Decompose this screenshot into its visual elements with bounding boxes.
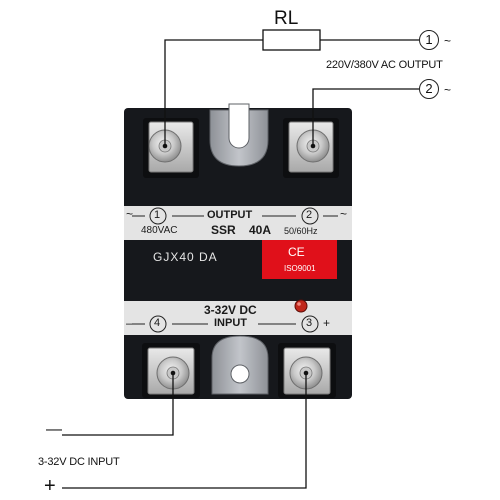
- output-terminal-2-ac-symbol: ~: [444, 83, 452, 97]
- screw-terminal-icon: [283, 118, 339, 178]
- panel-voltage-ac: 480VAC: [141, 225, 178, 236]
- input-minus-sign: —: [46, 421, 62, 438]
- panel-in-right-number: 3: [306, 317, 313, 329]
- panel-iso: ISO9001: [284, 264, 316, 273]
- panel-out-left-ac-symbol: ~: [126, 207, 134, 221]
- panel-current-rating: 40A: [249, 223, 272, 237]
- led-indicator-icon: [294, 299, 308, 313]
- resistor-icon: [262, 29, 321, 51]
- screw-terminal-icon: [143, 118, 199, 178]
- panel-in-left-minus: –: [126, 316, 133, 330]
- panel-model-code: GJX40 DA: [153, 250, 218, 264]
- output-terminal-1-ac-symbol: ~: [444, 34, 452, 48]
- output-terminal-2: 2: [419, 79, 439, 99]
- panel-frequency: 50/60Hz: [284, 226, 318, 236]
- panel-model-ssr: SSR: [211, 223, 236, 237]
- panel-input-voltage: 3-32V DC: [204, 303, 257, 317]
- screw-terminal-icon: [278, 343, 336, 398]
- panel-in-left-number: 4: [154, 317, 161, 329]
- mounting-tab-top-overlay: [209, 103, 269, 167]
- output-terminal-1: 1: [419, 30, 439, 50]
- panel-ce-mark: CE: [288, 245, 305, 259]
- panel-input-header: INPUT: [214, 317, 247, 329]
- input-panel: [124, 301, 352, 335]
- panel-out-right-ac-symbol: ~: [340, 207, 348, 221]
- mounting-tab-bottom-overlay: [211, 335, 269, 395]
- panel-in-right-plus: +: [323, 316, 331, 330]
- dc-input-caption: 3-32V DC INPUT: [38, 456, 120, 468]
- ce-mark-icon: [262, 240, 337, 279]
- wiring: [62, 39, 419, 489]
- screw-terminal-icon: [142, 343, 200, 398]
- panel-output-header: OUTPUT: [207, 209, 253, 221]
- panel-out-right-number: 2: [306, 209, 313, 221]
- panel-out-left-number: 1: [154, 209, 161, 221]
- input-plus-sign: +: [44, 475, 56, 497]
- load-resistor-label: RL: [274, 8, 299, 29]
- ac-output-caption: 220V/380V AC OUTPUT: [326, 59, 443, 71]
